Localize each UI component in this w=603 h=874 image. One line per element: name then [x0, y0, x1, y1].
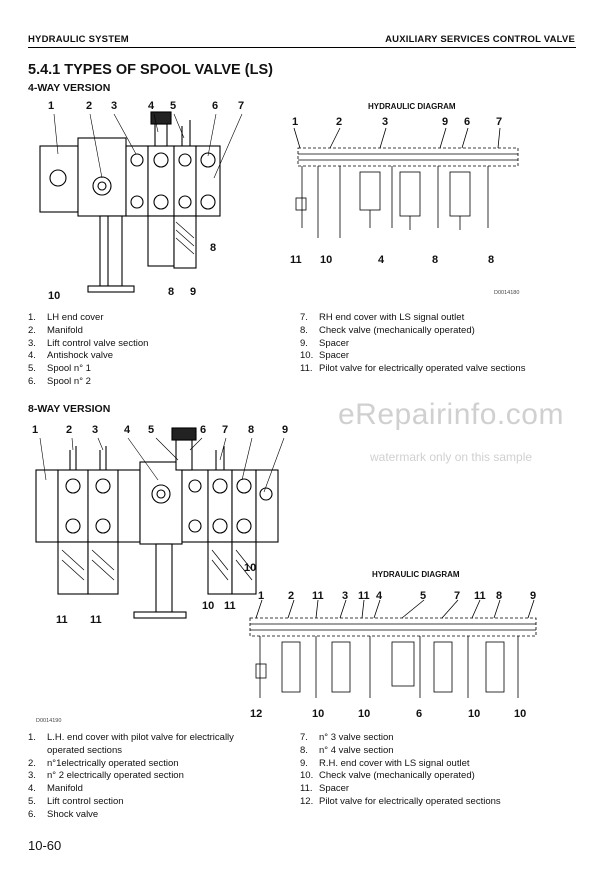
callout-7: 7 — [222, 424, 229, 436]
diagram-callout-7: 7 — [454, 590, 461, 602]
diagram-callout-8b: 8 — [488, 254, 495, 266]
running-header-right: AUXILIARY SERVICES CONTROL VALVE — [385, 34, 575, 45]
diagram-callout-11b: 11 — [358, 590, 370, 602]
diagram-callout-11a: 11 — [312, 590, 324, 602]
callout-6: 6 — [212, 100, 219, 112]
diagram-callout-4: 4 — [378, 254, 385, 266]
header-rule — [28, 47, 576, 48]
diagram-callout-2: 2 — [288, 590, 295, 602]
callout-5: 5 — [148, 424, 155, 436]
legend-item: 11.Spacer — [300, 783, 350, 795]
callout-7: 7 — [238, 100, 245, 112]
diagram-callout-3: 3 — [342, 590, 349, 602]
eight-way-callouts: 1 2 3 4 5 6 7 8 9 10 10 11 11 11 — [28, 420, 300, 632]
diagram-callout-10b: 10 — [358, 708, 371, 720]
callout-9: 9 — [190, 286, 197, 298]
legend-item: 9.R.H. end cover with LS signal outlet — [300, 757, 470, 769]
legend-item: 3.Lift control valve section — [28, 337, 149, 349]
eight-way-legend-left: 1.L.H. end cover with pilot valve for el… — [28, 732, 268, 822]
callout-8: 8 — [248, 424, 255, 436]
diagram-callout-10a: 10 — [312, 708, 325, 720]
eight-way-heading: 8-WAY VERSION — [28, 403, 111, 415]
callout-11a: 11 — [224, 600, 236, 612]
diagram-callout-5: 5 — [420, 590, 427, 602]
diagram-callout-10d: 10 — [514, 708, 527, 720]
legend-item: 10.Check valve (mechanically operated) — [300, 770, 475, 782]
four-way-diagram-caption: HYDRAULIC DIAGRAM — [368, 102, 456, 111]
diagram-callout-1: 1 — [292, 116, 299, 128]
diagram-callout-8: 8 — [496, 590, 503, 602]
legend-item: 5.Spool n° 1 — [28, 363, 91, 375]
eight-way-diagram-caption: HYDRAULIC DIAGRAM — [372, 570, 460, 579]
legend-item: 6.Spool n° 2 — [28, 375, 91, 387]
diagram-callout-11c: 11 — [474, 590, 486, 602]
diagram-callout-9: 9 — [442, 116, 449, 128]
four-way-hydraulic-diagram: HYDRAULIC DIAGRAM 1 2 3 9 6 7 11 10 4 8 … — [288, 98, 533, 308]
diagram-callout-2: 2 — [336, 116, 343, 128]
four-way-callouts: 1 2 3 4 5 6 7 8 8 9 10 — [28, 98, 263, 304]
callout-2: 2 — [86, 100, 93, 112]
legend-item: 5.Lift control section — [28, 795, 124, 807]
diagram-callout-9: 9 — [530, 590, 537, 602]
diagram-callout-11: 11 — [290, 254, 302, 266]
legend-item: 4.Manifold — [28, 783, 83, 795]
legend-item: 2.n°1electrically operated section — [28, 757, 179, 769]
eight-way-hydraulic-diagram: HYDRAULIC DIAGRAM 1 2 11 3 11 4 5 7 11 8… — [242, 568, 552, 728]
callout-9: 9 — [282, 424, 289, 436]
diagram-callout-3: 3 — [382, 116, 389, 128]
section-title: 5.4.1 TYPES OF SPOOL VALVE (LS) — [28, 62, 273, 78]
legend-item: 7.RH end cover with LS signal outlet — [300, 312, 465, 323]
callout-4: 4 — [124, 424, 131, 436]
legend-item: 10.Spacer — [300, 350, 350, 362]
four-way-drawing-code: D0014180 — [494, 290, 520, 296]
legend-item: 8.n° 4 valve section — [300, 744, 394, 756]
callout-10: 10 — [48, 290, 61, 302]
diagram-callout-6: 6 — [464, 116, 471, 128]
four-way-legend-left: 1.LH end cover 2.Manifold 3.Lift control… — [28, 312, 288, 389]
callout-1: 1 — [32, 424, 39, 436]
eight-way-drawing-code: D0014190 — [36, 718, 62, 724]
diagram-callout-1: 1 — [258, 590, 265, 602]
diagram-callout-8a: 8 — [432, 254, 439, 266]
callout-3: 3 — [92, 424, 99, 436]
legend-item: 3.n° 2 electrically operated section — [28, 770, 184, 782]
page-number: 10-60 — [28, 838, 62, 853]
callout-11c: 11 — [90, 614, 102, 626]
legend-item: 6.Shock valve — [28, 808, 99, 820]
eight-way-valve-drawing — [35, 427, 279, 619]
four-way-heading: 4-WAY VERSION — [28, 82, 111, 94]
diagram-callout-12: 12 — [250, 708, 263, 720]
legend-item: 1.L.H. end cover with pilot valve for el… — [28, 732, 234, 756]
diagram-callout-4: 4 — [376, 590, 383, 602]
four-way-legend-right: 7.RH end cover with LS signal outlet 8.C… — [300, 312, 585, 376]
legend-item: 4.Antishock valve — [28, 350, 114, 362]
legend-item: 2.Manifold — [28, 324, 83, 336]
callout-10b: 10 — [202, 600, 215, 612]
legend-item: 7.n° 3 valve section — [300, 732, 394, 743]
legend-item: 1.LH end cover — [28, 312, 104, 323]
diagram-callout-10c: 10 — [468, 708, 481, 720]
callout-5: 5 — [170, 100, 177, 112]
legend-item: 12.Pilot valve for electrically operated… — [300, 795, 501, 807]
legend-item: 8.Check valve (mechanically operated) — [300, 324, 475, 336]
callout-6: 6 — [200, 424, 207, 436]
diagram-callout-10: 10 — [320, 254, 333, 266]
callout-3: 3 — [111, 100, 118, 112]
callout-2: 2 — [66, 424, 73, 436]
callout-10a: 10 — [244, 562, 257, 574]
callout-4: 4 — [148, 100, 155, 112]
diagram-callout-6: 6 — [416, 708, 423, 720]
callout-8b: 8 — [168, 286, 175, 298]
callout-1: 1 — [48, 100, 55, 112]
diagram-callout-7: 7 — [496, 116, 503, 128]
eight-way-legend-right: 7.n° 3 valve section 8.n° 4 valve sectio… — [300, 732, 585, 809]
legend-item: 11.Pilot valve for electrically operated… — [300, 363, 526, 375]
watermark-sub: watermark only on this sample — [370, 450, 533, 464]
callout-11b: 11 — [56, 614, 68, 626]
running-header-left: HYDRAULIC SYSTEM — [28, 34, 129, 45]
callout-8a: 8 — [210, 242, 217, 254]
legend-item: 9.Spacer — [300, 337, 350, 349]
four-way-valve-drawing — [39, 111, 221, 293]
watermark-main: eRepairinfo.com — [338, 398, 564, 431]
